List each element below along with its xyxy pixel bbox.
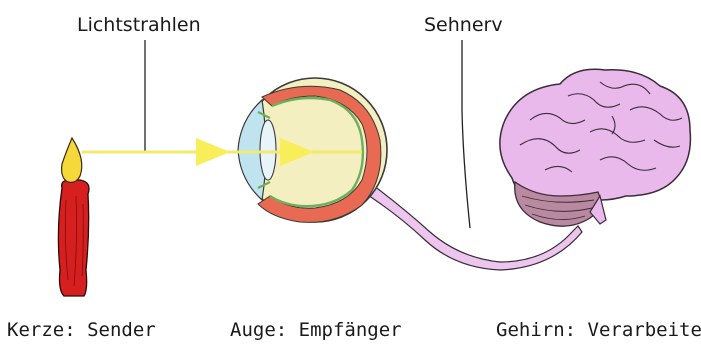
brain-caption: Gehirn: Verarbeitenn [496, 319, 701, 341]
light-arrowhead-1 [196, 138, 230, 166]
nerve-label: Sehnerv [424, 14, 503, 36]
eye-lens [260, 120, 276, 180]
eye-caption: Auge: Empfänger [230, 319, 402, 341]
rays-label: Lichtstrahlen [77, 14, 201, 36]
candle-body [58, 180, 89, 296]
nerve-label-line [462, 40, 470, 228]
brain [500, 69, 691, 200]
candle-flame [62, 138, 82, 182]
candle-caption: Kerze: Sender [7, 319, 156, 341]
